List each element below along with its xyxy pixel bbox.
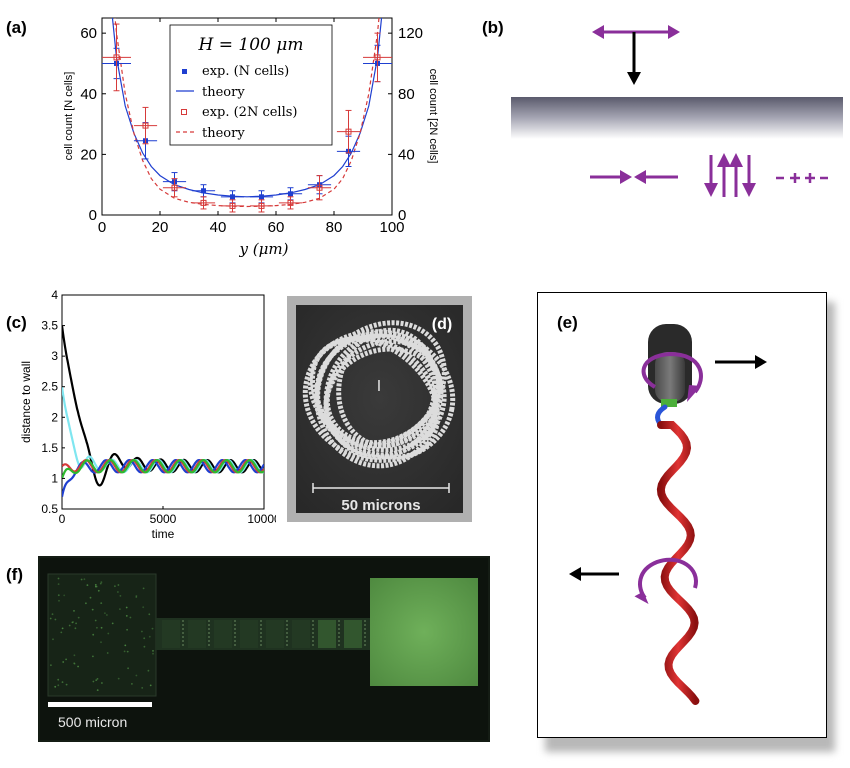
xlabel-a: y (μm) xyxy=(239,240,289,258)
y-tick-label-a-right: 0 xyxy=(398,207,406,224)
scale-bar-f xyxy=(48,702,152,707)
wall-surface xyxy=(511,97,843,139)
y-tick-label-c: 1 xyxy=(51,471,58,485)
x-tick-label-c: 5000 xyxy=(150,512,177,526)
left-chamber xyxy=(47,573,157,697)
left-chamber-cells xyxy=(49,577,154,691)
vertical-arrows-icon xyxy=(704,153,756,197)
panel-d-trajectory-image: I (d) 50 microns xyxy=(287,296,472,522)
ylabel-a-right: cell count [2N cells] xyxy=(427,69,439,164)
scale-bar-d xyxy=(312,483,450,493)
legend-marker-blue-square xyxy=(182,69,187,74)
x-tick-label-a: 80 xyxy=(326,219,343,236)
center-marker: I xyxy=(377,378,381,395)
data-point-2n xyxy=(162,178,187,198)
data-point-2n xyxy=(336,109,361,154)
y-tick-label-c: 2 xyxy=(51,410,58,424)
y-tick-label-a-right: 80 xyxy=(398,86,415,103)
panel-b-schematic xyxy=(511,25,843,197)
data-point-2n xyxy=(191,196,216,210)
data-point-2n xyxy=(249,199,274,213)
y-tick-label-c: 1.5 xyxy=(41,441,58,455)
theory-curve-2n xyxy=(114,18,380,208)
y-tick-label-c: 3.5 xyxy=(41,319,58,333)
panel-label-d: (d) xyxy=(432,316,452,333)
flagellum-rotation-arrow-icon xyxy=(634,557,698,605)
flagellum-motion-arrow-icon xyxy=(569,567,619,581)
data-point-2n xyxy=(133,106,158,145)
y-tick-label-a-right: 40 xyxy=(398,146,415,163)
ylabel-a-left: cell count [N cells] xyxy=(63,72,75,161)
x-tick-label-a: 60 xyxy=(268,219,285,236)
data-point-2n xyxy=(363,32,392,83)
ylabel-c: distance to wall xyxy=(19,361,33,443)
channel-segments xyxy=(162,620,366,648)
scale-label-f: 500 micron xyxy=(58,714,127,730)
y-tick-label-a: 60 xyxy=(80,25,97,42)
legend-item-3: exp. (2N cells) xyxy=(202,105,298,120)
x-tick-label-a: 20 xyxy=(152,219,169,236)
x-tick-label-a: 0 xyxy=(98,219,106,236)
panel-label-e: (e) xyxy=(557,313,578,332)
y-tick-label-a-right: 120 xyxy=(398,25,423,42)
legend-marker-red-square xyxy=(181,109,187,115)
legend-a: H = 100 μm exp. (N cells) theory exp. (2… xyxy=(169,24,333,146)
body-rotation-arrow-icon xyxy=(641,351,703,402)
y-tick-label-a: 20 xyxy=(80,146,97,163)
xlabel-c: time xyxy=(152,527,175,541)
flagellum-icon xyxy=(656,421,700,705)
panel-label-a: (a) xyxy=(6,18,27,37)
panel-label-b: (b) xyxy=(482,18,504,37)
panel-f-microfluidic-image: 500 micron xyxy=(38,556,490,742)
data-point-2n xyxy=(102,23,131,92)
panel-label-c: (c) xyxy=(6,313,27,332)
converging-arrows-icon xyxy=(590,170,678,184)
dipole-swimmer-icon xyxy=(592,25,680,85)
data-point-2n xyxy=(278,196,303,210)
y-tick-label-a: 40 xyxy=(80,86,97,103)
y-tick-label-c: 2.5 xyxy=(41,380,58,394)
x-tick-label-c: 0 xyxy=(59,512,66,526)
cell-body-icon xyxy=(648,324,692,407)
scale-label-d: 50 microns xyxy=(341,497,420,514)
panel-label-f: (f) xyxy=(6,565,23,584)
x-tick-label-a: 40 xyxy=(210,219,227,236)
plot-frame-c xyxy=(61,294,265,510)
right-chamber xyxy=(370,578,478,686)
body-motion-arrow-icon xyxy=(715,355,767,369)
legend-item-1: exp. (N cells) xyxy=(202,64,289,79)
y-tick-label-a: 0 xyxy=(89,207,97,224)
y-tick-label-c: 3 xyxy=(51,349,58,363)
panel-e-bacterium xyxy=(569,324,767,705)
y-tick-label-c: 0.5 xyxy=(41,502,58,516)
distance-curve-4 xyxy=(62,459,264,479)
y-tick-label-c: 4 xyxy=(51,288,58,302)
data-point-2n xyxy=(220,199,245,213)
legend-item-2: theory xyxy=(202,85,245,100)
legend-item-4: theory xyxy=(202,126,245,141)
charge-pattern-icon xyxy=(776,173,828,183)
x-tick-label-a: 100 xyxy=(379,219,404,236)
data-point-2n xyxy=(307,175,332,201)
legend-title: H = 100 μm xyxy=(198,35,304,55)
